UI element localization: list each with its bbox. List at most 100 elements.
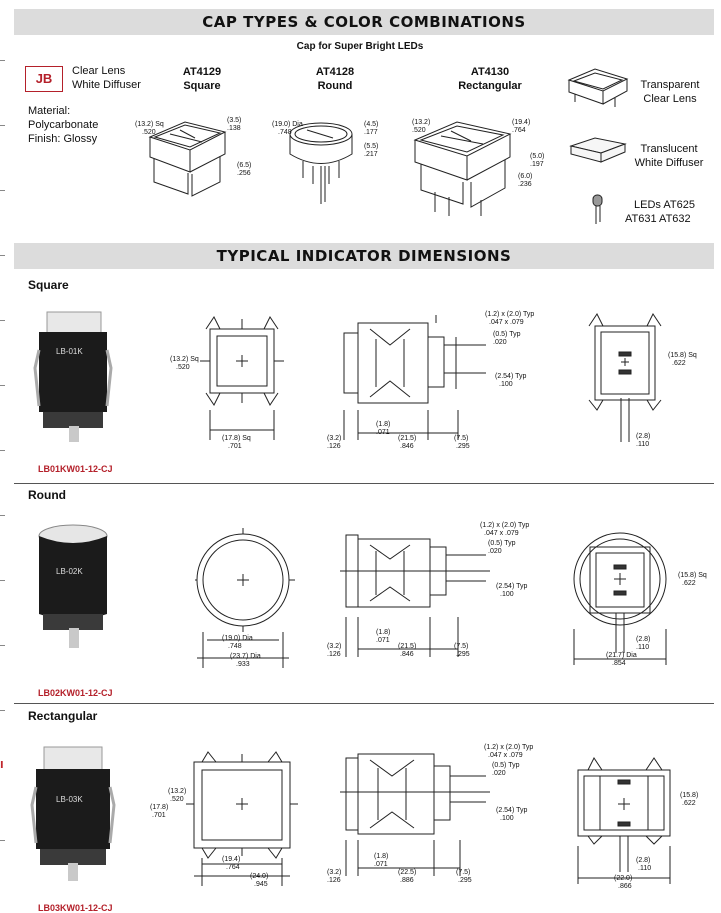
section-divider bbox=[14, 483, 714, 484]
dim-label: .100 bbox=[500, 591, 514, 598]
dim-label: (1.8) bbox=[376, 421, 391, 428]
dim-label: .177 bbox=[364, 129, 378, 136]
dim-label: .047 x .079 bbox=[488, 752, 523, 759]
led-part-numbers: LEDs AT625 bbox=[634, 199, 695, 211]
margin-tick bbox=[0, 515, 5, 516]
margin-tick bbox=[0, 645, 5, 646]
dim-label: .520 bbox=[170, 796, 184, 803]
margin-tick bbox=[0, 125, 5, 126]
dim-label: (5.0) bbox=[530, 153, 545, 160]
dim-label: (19.4) bbox=[222, 856, 241, 863]
dim-label: .110 bbox=[638, 865, 652, 872]
dim-label: (1.2) x (2.0) Typ bbox=[480, 522, 530, 529]
dim-label: .295 bbox=[458, 877, 472, 884]
dim-label: .748 bbox=[228, 643, 242, 650]
indicator-body-label: LB-03K bbox=[56, 795, 83, 804]
dim-label: .217 bbox=[364, 151, 378, 158]
dim-label: .866 bbox=[618, 883, 632, 890]
part-number: LB03KW01-12-CJ bbox=[38, 903, 113, 913]
row-title-rectangular: Rectangular bbox=[28, 709, 98, 723]
margin-tick bbox=[0, 385, 5, 386]
dim-label: (2.8) bbox=[636, 636, 651, 643]
dim-label: .622 bbox=[672, 360, 686, 367]
dim-label: .295 bbox=[456, 443, 470, 450]
transparent-lens-drawing bbox=[565, 66, 631, 110]
part-number: LB01KW01-12-CJ bbox=[38, 464, 113, 474]
rectangular-side-view bbox=[340, 740, 490, 880]
dim-label: .622 bbox=[682, 580, 696, 587]
indicator-body-label: LB-01K bbox=[56, 347, 83, 356]
dim-label: (2.54) Typ bbox=[496, 807, 528, 814]
dim-label: .047 x .079 bbox=[489, 319, 524, 326]
square-cap-drawing bbox=[140, 112, 240, 202]
cap-shape: Round bbox=[317, 80, 353, 92]
dim-label: .100 bbox=[500, 815, 514, 822]
round-cap-drawing bbox=[285, 118, 360, 208]
row-title-round: Round bbox=[28, 488, 66, 502]
cap-shape: Rectangular bbox=[458, 80, 522, 92]
indicator-body-label: LB-02K bbox=[56, 567, 83, 576]
margin-tick bbox=[0, 450, 5, 451]
section-divider bbox=[14, 703, 714, 704]
dim-label: (1.8) bbox=[374, 853, 389, 860]
dim-label: (2.54) Typ bbox=[496, 583, 528, 590]
rectangular-front-view bbox=[178, 750, 308, 890]
jb-badge: JB bbox=[25, 66, 63, 92]
dim-label: (3.2) bbox=[327, 435, 342, 442]
dim-label: .100 bbox=[499, 381, 513, 388]
dim-label: (21.5) bbox=[398, 435, 417, 442]
dim-label: (4.5) bbox=[364, 121, 379, 128]
dim-label: (2.8) bbox=[636, 857, 651, 864]
dim-label: (13.2) bbox=[412, 119, 431, 126]
margin-tick bbox=[0, 580, 5, 581]
margin-tick bbox=[0, 60, 5, 61]
diffuser-drawing bbox=[567, 136, 629, 166]
square-side-view bbox=[340, 315, 490, 440]
dim-label: (24.0) bbox=[250, 873, 269, 880]
side-item-label: Clear Lens bbox=[643, 93, 697, 105]
cap-types-header: CAP TYPES & COLOR COMBINATIONS bbox=[14, 9, 714, 35]
dim-label: .520 bbox=[412, 127, 426, 134]
dim-label: .520 bbox=[176, 364, 190, 371]
dim-label: .020 bbox=[488, 548, 502, 555]
dim-label: .256 bbox=[237, 170, 251, 177]
dim-label: (6.5) bbox=[237, 162, 252, 169]
dim-label: .020 bbox=[492, 770, 506, 777]
dim-label: .933 bbox=[236, 661, 250, 668]
dim-label: (19.0) Dia bbox=[272, 121, 303, 128]
dim-label: .846 bbox=[400, 443, 414, 450]
led-part-numbers: AT631 AT632 bbox=[625, 213, 691, 225]
dim-label: (0.5) Typ bbox=[492, 762, 520, 769]
side-item-label: Transparent bbox=[640, 79, 700, 91]
side-item-label: Translucent bbox=[640, 143, 698, 155]
dim-label: .945 bbox=[254, 881, 268, 888]
side-item-label: White Diffuser bbox=[634, 157, 704, 169]
dim-label: .126 bbox=[327, 443, 341, 450]
dim-label: (7.5) bbox=[456, 869, 471, 876]
dim-label: .886 bbox=[400, 877, 414, 884]
dim-label: .622 bbox=[682, 800, 696, 807]
material-label: Material: bbox=[28, 105, 71, 117]
dim-label: .126 bbox=[327, 877, 341, 884]
margin-tick bbox=[0, 190, 5, 191]
round-front-view bbox=[195, 528, 295, 678]
dim-label: .047 x .079 bbox=[484, 530, 519, 537]
dim-label: .071 bbox=[376, 429, 390, 436]
row-title-square: Square bbox=[28, 278, 69, 292]
dim-label: (13.2) bbox=[168, 788, 187, 795]
dim-label: (21.5) bbox=[398, 643, 417, 650]
square-front-view bbox=[200, 315, 290, 430]
material-value: Polycarbonate bbox=[28, 119, 99, 131]
dim-label: .236 bbox=[518, 181, 532, 188]
dim-label: (3.2) bbox=[327, 643, 342, 650]
dim-label: (22.5) bbox=[398, 869, 417, 876]
cap-part-number: AT4128 bbox=[315, 66, 355, 78]
finish-value: Finish: Glossy bbox=[28, 133, 98, 145]
dim-label: .748 bbox=[278, 129, 292, 136]
dim-label: (17.8) bbox=[150, 804, 169, 811]
dim-label: (19.0) Dia bbox=[222, 635, 253, 642]
part-number: LB02KW01-12-CJ bbox=[38, 688, 113, 698]
rectangular-cap-drawing bbox=[405, 112, 520, 217]
dim-label: (15.8) Sq bbox=[668, 352, 697, 359]
cap-type-line2: White Diffuser bbox=[72, 79, 141, 91]
